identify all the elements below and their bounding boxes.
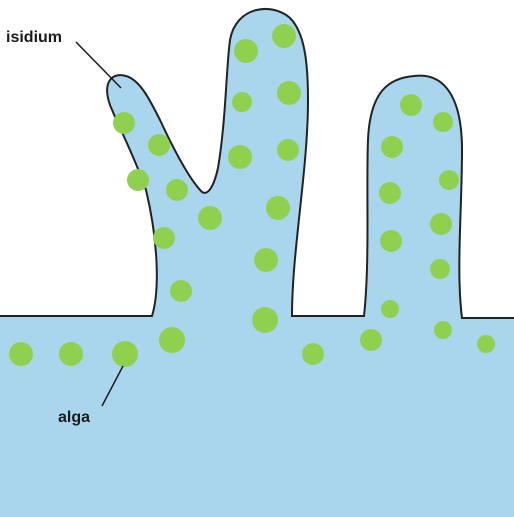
- alga-cell: [277, 81, 301, 105]
- alga-cell: [430, 259, 450, 279]
- alga-cell: [59, 342, 83, 366]
- alga-cell: [381, 300, 399, 318]
- alga-cell: [434, 321, 452, 339]
- alga-cell: [400, 94, 422, 116]
- isidium-leader-line: [76, 42, 121, 88]
- alga-cell: [232, 92, 252, 112]
- isidium-label: isidium: [6, 29, 62, 46]
- alga-cell: [9, 342, 33, 366]
- alga-cell: [148, 134, 170, 156]
- alga-cell: [380, 230, 402, 252]
- alga-cell: [477, 335, 495, 353]
- alga-cell: [170, 280, 192, 302]
- alga-cell: [379, 182, 401, 204]
- alga-cell: [113, 112, 135, 134]
- alga-cell: [272, 24, 296, 48]
- alga-cell: [234, 39, 258, 63]
- alga-cell: [254, 248, 278, 272]
- alga-cell: [381, 136, 403, 158]
- alga-cell: [252, 307, 278, 333]
- alga-cell: [266, 196, 290, 220]
- alga-cell: [198, 206, 222, 230]
- alga-cell: [166, 179, 188, 201]
- alga-cell: [360, 329, 382, 351]
- alga-cell: [302, 343, 324, 365]
- alga-cell: [277, 139, 299, 161]
- alga-cell: [127, 169, 149, 191]
- alga-cell: [112, 341, 138, 367]
- alga-cell: [153, 227, 175, 249]
- alga-cell: [159, 327, 185, 353]
- alga-cell: [439, 170, 459, 190]
- alga-label: alga: [58, 409, 90, 426]
- alga-cell: [228, 145, 252, 169]
- alga-cell: [430, 213, 452, 235]
- alga-cell: [433, 112, 453, 132]
